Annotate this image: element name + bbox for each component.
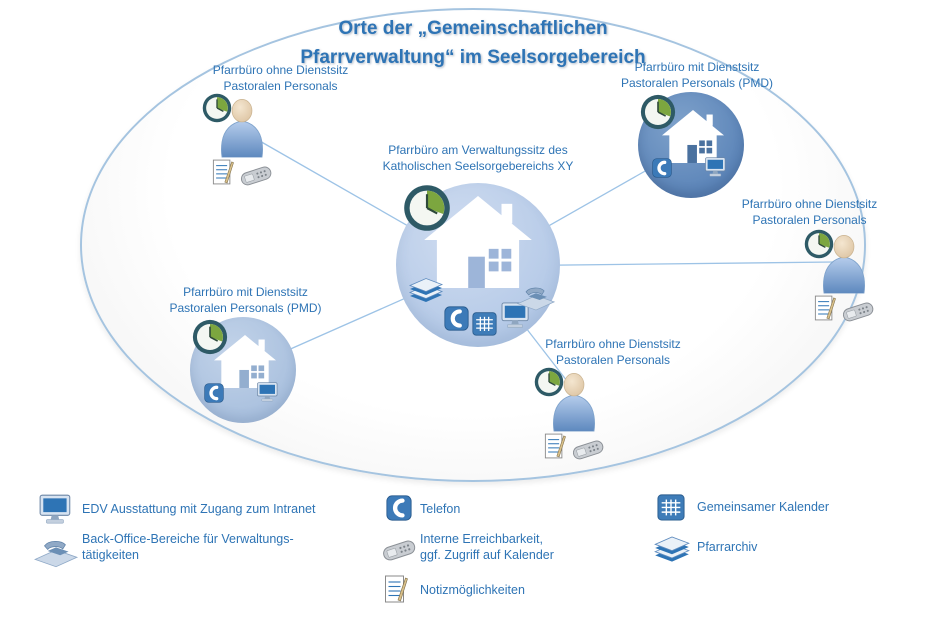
notepad-icon [384,574,408,604]
notepad-icon [544,432,566,460]
handset-icon [840,299,876,324]
backoffice-icon [33,532,79,568]
office-label: Pfarrbüro ohne Dienstsitz Pastoralen Per… [545,337,681,367]
calendar-icon [657,493,685,521]
computer-icon [38,494,74,526]
legend-label-backoffice: Back-Office-Bereiche für Verwaltungs- tä… [82,532,294,563]
office-label: Pfarrbüro ohne Dienstsitz Pastoralen Per… [212,63,349,93]
phone-icon [652,158,672,178]
handset-icon [570,437,606,462]
clock-icon [202,93,232,123]
legend-label-archiv: Pfarrarchiv [697,540,758,554]
calendar-icon [472,311,497,336]
office-label: Pfarrbüro mit Dienstsitz Pastoralen Pers… [620,60,774,90]
backoffice-icon [516,280,556,311]
office-label: Pfarrbüro mit Dienstsitz Pastoralen Pers… [169,285,322,315]
legend-label-telefon: Telefon [420,502,461,516]
phone-icon [444,306,469,331]
computer-icon [256,382,280,403]
clock-icon [403,184,451,232]
clock-icon [192,319,228,355]
clock-icon [534,367,564,397]
handset-icon [380,536,418,564]
clock-icon [640,94,676,130]
phone-icon [386,495,412,521]
handset-icon [238,163,274,188]
legend-label-notiz: Notizmöglichkeiten [420,583,525,597]
office-label: Pfarrbüro ohne Dienstsitz Pastoralen Per… [741,197,878,227]
legend-label-erreichbarkeit: Interne Erreichbarkeit, ggf. Zugriff auf… [420,532,554,563]
clock-icon [804,229,834,259]
diagram-title: Orte der „Gemeinschaftlichen Pfarrverwal… [300,18,646,68]
legend-label-kalender: Gemeinsamer Kalender [697,500,830,514]
notepad-icon [814,294,836,322]
notepad-icon [212,158,234,186]
legend-label-edv: EDV Ausstattung mit Zugang zum Intranet [82,502,316,516]
central-office-label: Pfarrbüro am Verwaltungssitz des Katholi… [382,143,574,173]
archive-icon [406,274,446,304]
archive-icon [651,532,693,564]
phone-icon [204,383,224,403]
computer-icon [704,157,728,178]
